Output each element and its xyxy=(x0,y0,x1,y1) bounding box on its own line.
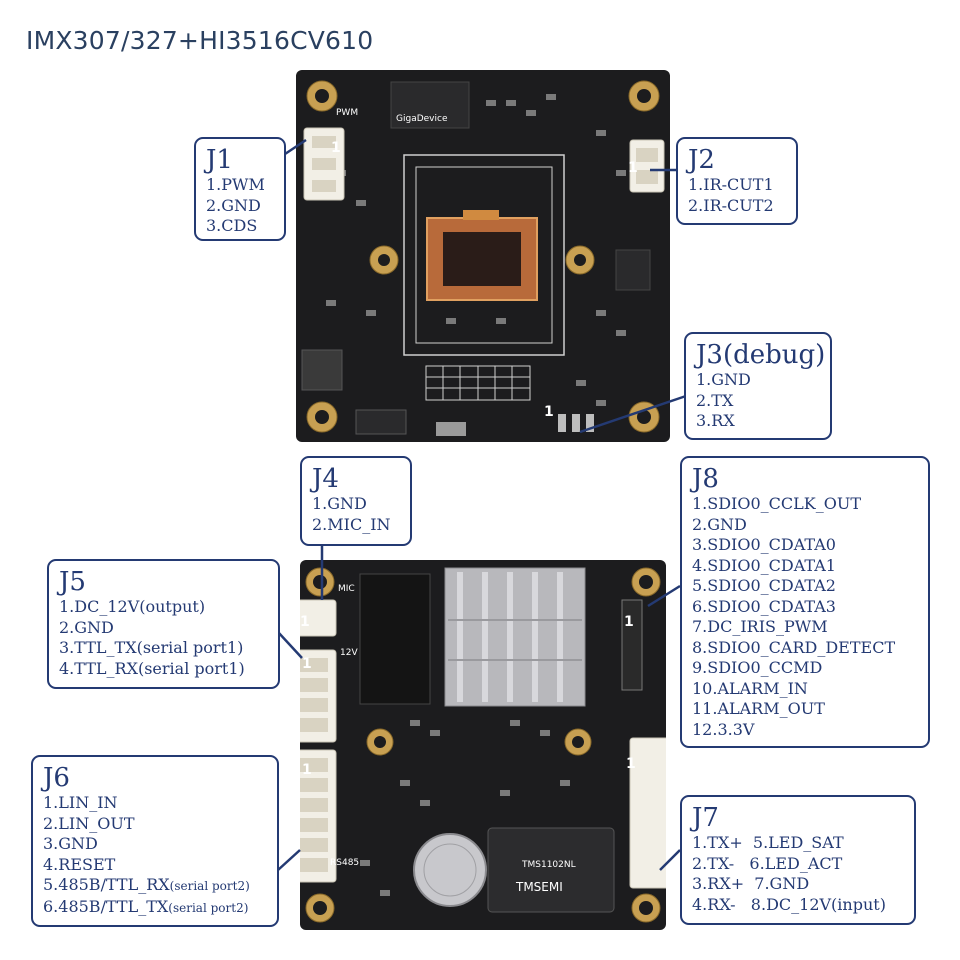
j7-callout: J7 1.TX+ 5.LED_SAT 2.TX- 6.LED_ACT 3.RX+… xyxy=(680,795,916,925)
j8-heading: J8 xyxy=(692,464,719,494)
j8-pin-2: 2.GND xyxy=(692,514,747,534)
j8-pin1-marker: 1 xyxy=(624,614,634,630)
j8-pin-1: 1.SDIO0_CCLK_OUT xyxy=(692,494,862,513)
j4-pin-1: 1.GND xyxy=(312,494,367,513)
pwm-silkscreen: PWM xyxy=(336,108,359,118)
j3-callout: J3(debug) 1.GND 2.TX 3.RX xyxy=(684,332,832,440)
j7-row-3: 3.RX+ 7.GND xyxy=(692,874,810,893)
j5-pin1-marker: 1 xyxy=(302,656,312,672)
j1-callout: J1 1.PWM 2.GND 3.CDS xyxy=(194,137,286,241)
transformer-model: TMS1102NL xyxy=(522,860,576,870)
j3-pin-3: 3.RX xyxy=(696,411,735,430)
j1-pin-2: 2.GND xyxy=(206,195,261,215)
j1-heading: J1 xyxy=(206,145,233,175)
j8-pin-12: 12.3.3V xyxy=(692,719,755,739)
sensor-board: PWM GigaDevice xyxy=(296,70,670,442)
j2-pin-1: 1.IR-CUT1 xyxy=(688,175,774,194)
j2-callout: J2 1.IR-CUT1 2.IR-CUT2 xyxy=(676,137,798,225)
j1-pin-1: 1.PWM xyxy=(206,175,265,194)
j6-pin-6-main: 6.485B/TTL_TX xyxy=(43,896,169,916)
j1-pin1-marker: 1 xyxy=(331,140,341,156)
j5-callout: J5 1.DC_12V(output) 2.GND 3.TTL_TX(seria… xyxy=(47,559,280,689)
j3-heading: J3(debug) xyxy=(696,340,826,370)
j5-pin-1: 1.DC_12V(output) xyxy=(59,597,206,616)
j6-pin-1: 1.LIN_IN xyxy=(43,793,118,812)
j5-heading: J5 xyxy=(59,567,86,597)
j7-row-1: 1.TX+ 5.LED_SAT xyxy=(692,833,844,852)
j6-pin-4: 4.RESET xyxy=(43,854,116,874)
j7-pin1-marker: 1 xyxy=(626,756,636,772)
j6-pin-2: 2.LIN_OUT xyxy=(43,813,135,833)
j6-pin-6-note: (serial port2) xyxy=(168,900,249,915)
j8-pin-7: 7.DC_IRIS_PWM xyxy=(692,617,828,636)
j8-pin-6: 6.SDIO0_CDATA3 xyxy=(692,596,836,616)
j4-pin1-marker: 1 xyxy=(300,614,310,630)
j8-pin-9: 9.SDIO0_CCMD xyxy=(692,658,823,677)
j8-pin-3: 3.SDIO0_CDATA0 xyxy=(692,535,836,554)
j8-callout: J8 1.SDIO0_CCLK_OUT 2.GND 3.SDIO0_CDATA0… xyxy=(680,456,930,748)
j8-pin-5: 5.SDIO0_CDATA2 xyxy=(692,576,836,595)
j6-pin-5: 5.485B/TTL_RX(serial port2) xyxy=(43,875,267,897)
j6-pin-5-main: 5.485B/TTL_RX xyxy=(43,875,170,894)
j2-pin-2: 2.IR-CUT2 xyxy=(688,195,774,215)
j8-pin-4: 4.SDIO0_CDATA1 xyxy=(692,555,836,575)
j6-pin1-marker: 1 xyxy=(302,762,312,778)
j1-pin-3: 3.CDS xyxy=(206,216,258,235)
sensor-board-art xyxy=(301,80,665,436)
j4-pin-2: 2.MIC_IN xyxy=(312,514,391,534)
v12-silkscreen: 12V xyxy=(340,648,358,658)
j5-pin-2: 2.GND xyxy=(59,617,114,637)
j8-pin-11: 11.ALARM_OUT xyxy=(692,699,825,718)
j8-pin-8: 8.SDIO0_CARD_DETECT xyxy=(692,637,896,657)
j5-pin-3: 3.TTL_TX(serial port1) xyxy=(59,638,244,657)
j6-pin-5-note: (serial port2) xyxy=(169,879,250,893)
j7-row-4: 4.RX- 8.DC_12V(input) xyxy=(692,894,886,914)
j6-heading: J6 xyxy=(43,763,70,793)
j2-heading: J2 xyxy=(688,145,715,175)
j7-heading: J7 xyxy=(692,803,719,833)
j4-heading: J4 xyxy=(312,464,339,494)
j4-callout: J4 1.GND 2.MIC_IN xyxy=(300,456,412,546)
j5-pin-4: 4.TTL_RX(serial port1) xyxy=(59,658,245,678)
j6-pin-3: 3.GND xyxy=(43,834,98,853)
j3-pin1-marker: 1 xyxy=(544,404,554,420)
j3-pin-1: 1.GND xyxy=(696,370,751,389)
j2-pin1-marker: 1 xyxy=(628,160,638,176)
j6-callout: J6 1.LIN_IN 2.LIN_OUT 3.GND 4.RESET 5.48… xyxy=(31,755,279,927)
page-title: IMX307/327+HI3516CV610 xyxy=(26,26,374,55)
flash-chip-label: GigaDevice xyxy=(396,114,448,124)
j7-row-2: 2.TX- 6.LED_ACT xyxy=(692,853,843,873)
transformer-brand: TMSEMI xyxy=(516,880,563,894)
j6-pin-6: 6.485B/TTL_TX(serial port2) xyxy=(43,897,267,919)
rs485-silkscreen: RS485 xyxy=(330,858,360,868)
j8-pin-10: 10.ALARM_IN xyxy=(692,678,808,698)
j3-pin-2: 2.TX xyxy=(696,390,734,410)
mic-silkscreen: MIC xyxy=(338,584,355,594)
